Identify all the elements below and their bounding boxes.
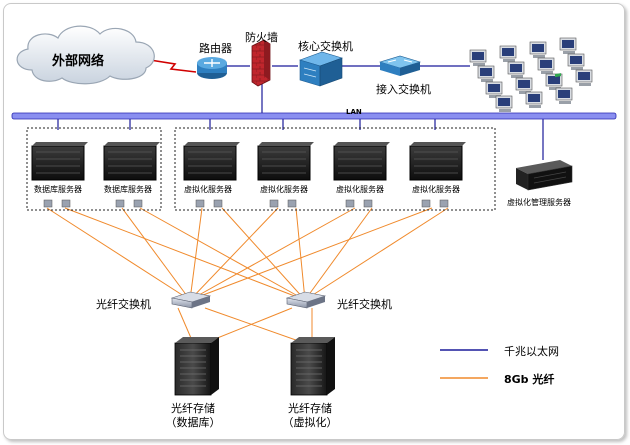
virt-server-4-label: 虚拟化服务器 [412,185,460,194]
access-switch-icon [378,55,422,76]
virt-server-2-label: 虚拟化服务器 [260,185,308,194]
storage-1-label-line1: 光纤存储 [171,402,215,415]
db-server-1-label: 数据库服务器 [34,185,82,194]
ethernet-links [57,65,544,160]
virt-server-3-label: 虚拟化服务器 [336,185,384,194]
virt-server-group [174,127,496,211]
client-pc-cluster [469,37,593,112]
storage-1-icon [174,337,219,396]
diagram-frame [3,3,625,440]
desktop-pc-icon [575,69,593,86]
virt-mgmt-server-label: 虚拟化管理服务器 [507,198,571,207]
access-switch-label: 接入交换机 [376,83,431,96]
legend-fiber-label: 8Gb 光纤 [504,373,555,386]
desktop-pc-icon [477,65,495,82]
desktop-pc-icon [499,45,517,62]
virt-mgmt-server-icon [516,73,573,191]
desktop-pc-icon [485,81,503,98]
firewall-icon [251,39,271,87]
external-network-label: 外部网络 [51,54,104,69]
wan-link [149,59,197,73]
virt-server-2-icon [257,142,314,208]
desktop-pc-icon [545,73,563,90]
legend-ethernet-label: 千兆以太网 [504,345,559,358]
db-server-2-label: 数据库服务器 [104,185,152,194]
cloud-icon [16,25,155,85]
fiber-links [46,207,449,346]
desktop-pc-icon [469,49,487,66]
db-server-1-icon [31,142,88,208]
fc-switch-1-icon [170,291,212,309]
fc-switch-2-label: 光纤交换机 [337,298,392,311]
fc-switch-2-icon [285,291,327,309]
router-icon [197,57,227,79]
rack-servers [31,142,466,208]
virt-server-3-icon [333,142,390,208]
desktop-pc-icon [507,61,525,78]
storage-2-icon [290,337,335,396]
storage-2-label-line2: （虚拟化） [282,416,338,429]
lan-label: LAN [346,108,362,116]
virt-server-1-icon [183,142,240,208]
desktop-pc-icon [529,41,547,58]
lan-bus [11,112,617,120]
desktop-pc-icon [495,95,513,112]
storage-1-label-line2: （数据库） [165,416,221,429]
fc-switch-1-label: 光纤交换机 [96,298,151,311]
core-switch-label: 核心交换机 [298,40,353,53]
virt-server-1-label: 虚拟化服务器 [184,185,232,194]
storage-2-label-line1: 光纤存储 [288,402,332,415]
core-switch-icon [299,51,343,87]
desktop-pc-icon [567,53,585,70]
virt-server-4-icon [409,142,466,208]
desktop-pc-icon [559,37,577,54]
desktop-pc-icon [555,87,573,104]
db-server-2-icon [103,142,160,208]
desktop-pc-icon [525,91,543,108]
firewall-label: 防火墙 [245,31,278,44]
router-label: 路由器 [199,42,232,55]
desktop-pc-icon [515,77,533,94]
desktop-pc-icon [537,57,555,74]
